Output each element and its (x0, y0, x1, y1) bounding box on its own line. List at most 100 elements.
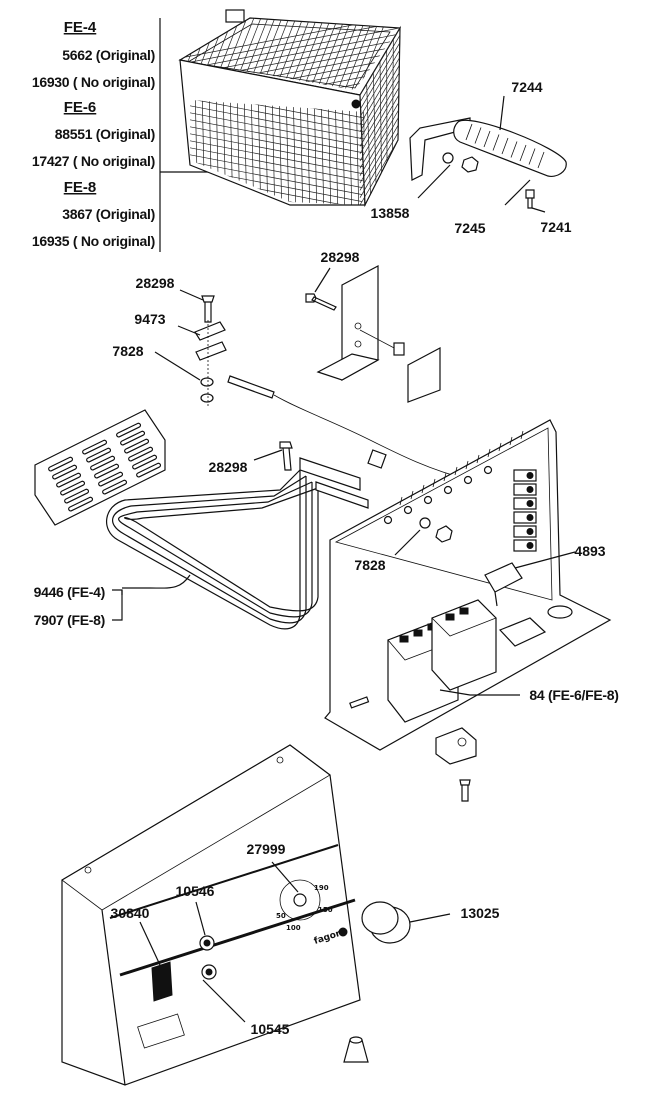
callout-10546: 10546 (176, 883, 215, 899)
handle-nut (461, 156, 479, 173)
leader-28298-left (179, 289, 204, 301)
mesh-wire (361, 100, 365, 205)
housing-top (61, 744, 331, 911)
guard-slat (52, 464, 78, 480)
heater-guard (34, 409, 166, 526)
model-fe8-title: FE-8 (64, 179, 97, 196)
grip-rib (501, 137, 509, 155)
housing-body (61, 744, 361, 1086)
terminal-slot (432, 478, 436, 488)
mesh-wire (270, 100, 276, 205)
terminal-slot (520, 430, 524, 440)
handle-bracket (409, 117, 471, 181)
mesh-wire (190, 143, 365, 185)
mesh-wire (190, 150, 365, 192)
pilot-lamp-10545-center (205, 968, 213, 976)
callout-84: 84 (FE-6/FE-8) (529, 687, 618, 703)
mesh-wire (284, 100, 290, 205)
model-fe4-original: 5662 (Original) (62, 47, 155, 63)
grip-rib (483, 130, 491, 148)
mesh-wire (392, 39, 394, 151)
terminal-cell (513, 525, 537, 538)
dial-mark-150: 150 (318, 906, 333, 914)
basket-handle (409, 95, 567, 213)
housing-stripe-2 (109, 844, 339, 919)
callout-7828-panel: 7828 (354, 557, 385, 573)
clamp-body (435, 727, 477, 765)
clip-upper (194, 321, 226, 341)
dial-mark-100: 100 (286, 924, 301, 932)
heater-tube (112, 475, 307, 624)
brand-logo (338, 927, 348, 937)
mesh-wire (190, 129, 365, 171)
housing-screw-hole-1 (84, 866, 92, 874)
heater-bracket (112, 589, 123, 621)
control-housing: 50 100 150 190 fagor (61, 744, 361, 1086)
model-fe8-no-original: 16935 ( No original) (32, 233, 155, 249)
leader-7828-panel (394, 529, 421, 556)
terminal-slot (498, 442, 502, 452)
heater-tube (124, 487, 319, 612)
frying-basket (178, 9, 402, 208)
guard-slat (94, 463, 120, 479)
terminal-slot (487, 448, 491, 458)
mesh-wire (180, 19, 400, 67)
screw-left (201, 295, 215, 323)
terminal-screw (526, 542, 534, 549)
terminal-screw (526, 500, 534, 507)
model-fe4-no-original: 16930 ( No original) (32, 74, 155, 90)
mesh-wire (180, 25, 400, 73)
terminal-slot (410, 490, 414, 500)
grip-rib (519, 144, 527, 162)
probe-gland (367, 449, 387, 469)
leader-7245 (504, 179, 531, 206)
heater-loops (106, 469, 319, 630)
mesh-wire (190, 157, 365, 199)
contactors (387, 599, 547, 723)
leader-10546 (195, 901, 206, 936)
callout-9446: 9446 (FE-4) (34, 584, 105, 600)
thermostat-dial (279, 879, 321, 921)
mesh-wire (263, 100, 269, 205)
terminal-slot (443, 472, 447, 482)
mesh-wire (359, 80, 400, 147)
heater-head (299, 457, 361, 491)
fryer-foot (343, 1036, 369, 1063)
guard-slat (48, 456, 74, 472)
mesh-wire (397, 27, 401, 141)
model-fe6-no-original: 17427 ( No original) (32, 153, 155, 169)
microswitch (484, 551, 576, 607)
guard-slat (56, 472, 82, 488)
dial-mark-190: 190 (314, 884, 329, 892)
terminal-slot (421, 484, 425, 494)
foot-top (349, 1036, 363, 1044)
mesh-wire (312, 100, 318, 205)
panel-terminal (403, 505, 413, 515)
guard-slat (116, 422, 142, 438)
cable-clamp (435, 727, 477, 802)
leader-7828-left (154, 351, 201, 381)
grip-rib (537, 151, 545, 169)
switch-30840[interactable] (151, 961, 173, 1002)
mesh-wire (180, 18, 188, 90)
mesh-wire (190, 100, 365, 129)
basket-hook (225, 9, 245, 23)
panel-hole (547, 605, 573, 619)
guard-slat (128, 446, 154, 462)
mesh-wire (359, 94, 366, 206)
leader-30840 (139, 921, 161, 966)
basket-rim-inner (186, 23, 391, 89)
guard-slat (60, 480, 86, 496)
mesh-wire (359, 124, 399, 191)
panel-terminal (383, 515, 393, 525)
bracket-nut (393, 342, 405, 356)
knob-face (361, 901, 399, 935)
bracket-hole-1 (354, 322, 362, 330)
nut-2 (200, 393, 214, 403)
mesh-wire (190, 101, 365, 143)
callout-13858: 13858 (371, 205, 410, 221)
terminal-cell (513, 469, 537, 482)
heater-head-lower (315, 481, 369, 509)
model-table: FE-4 5662 (Original) 16930 ( No original… (32, 18, 232, 252)
